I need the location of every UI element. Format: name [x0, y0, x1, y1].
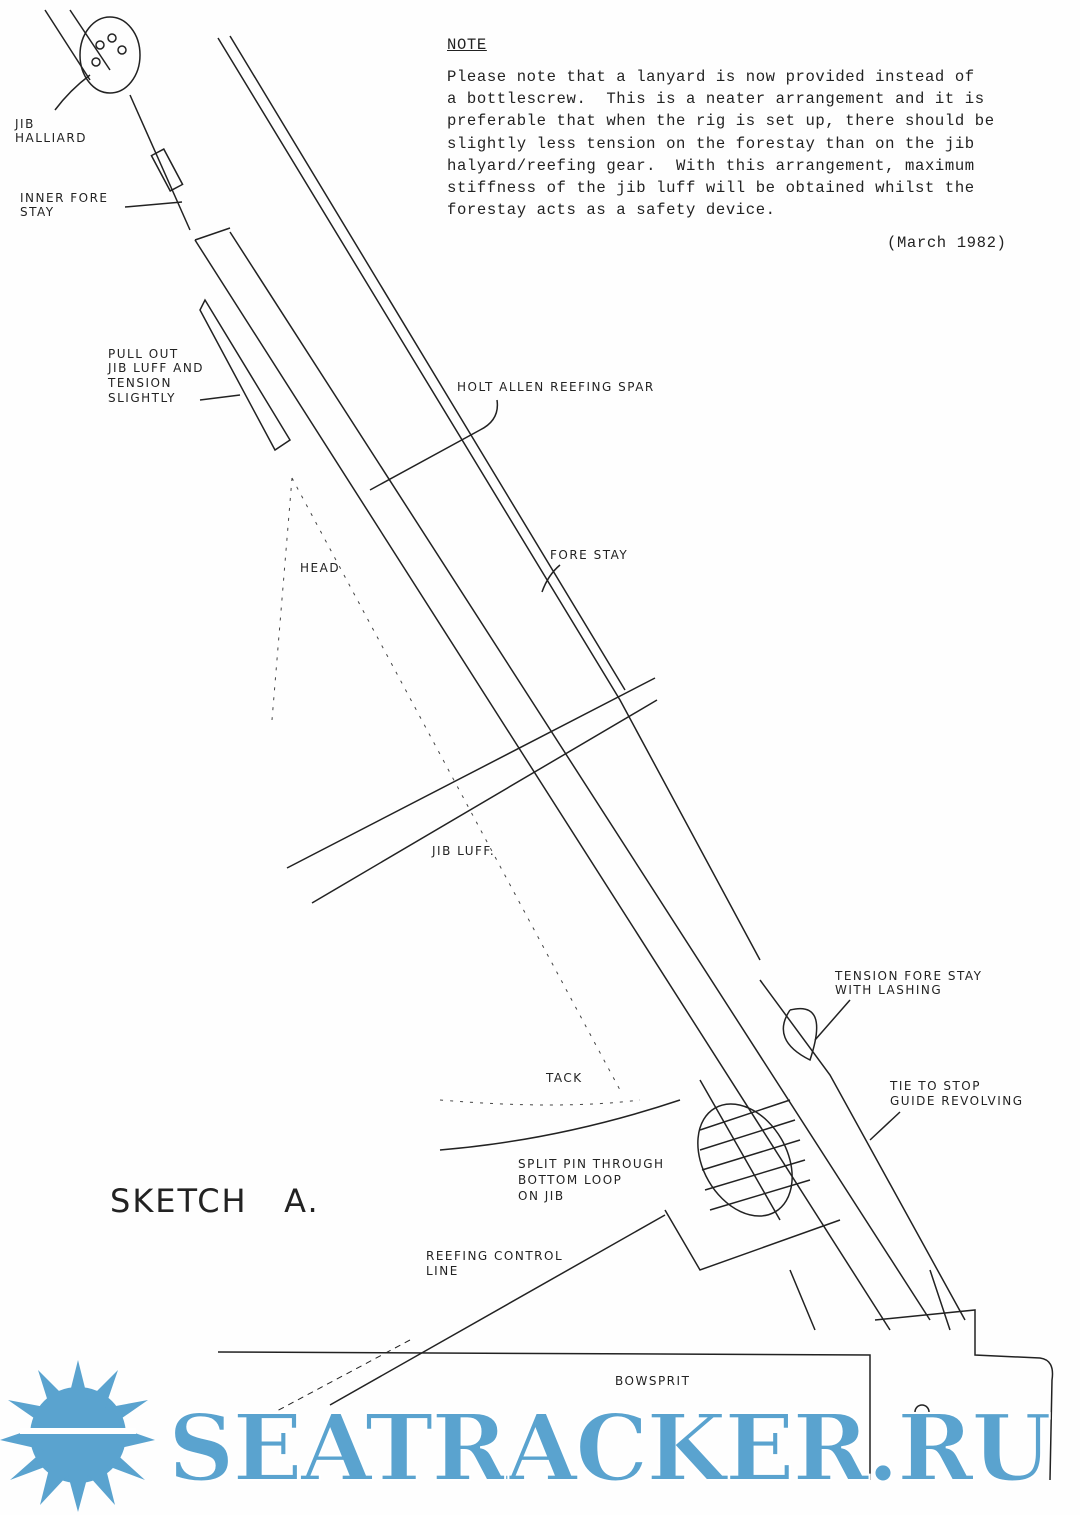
reefing-control-line — [329, 1214, 666, 1406]
label-head: HEAD — [300, 561, 340, 575]
label-stay: STAY — [20, 205, 55, 219]
bowsprit-outline — [217, 1309, 1054, 1481]
halyard-swivel — [199, 298, 292, 452]
watermark-text: SEATRACKER.RU — [168, 1394, 1050, 1502]
jib-sail-outline — [271, 477, 641, 1106]
label-guide-revolving: GUIDE REVOLVING — [890, 1094, 1024, 1108]
block-pulley-icon — [79, 16, 141, 94]
fore-stay-line-2 — [229, 35, 626, 691]
leader-line — [814, 999, 851, 1041]
label-jib: JIB — [14, 117, 35, 131]
leader-line — [54, 74, 91, 111]
note-line: slightly less tension on the forestay th… — [447, 134, 975, 153]
note-line: Please note that a lanyard is now provid… — [447, 68, 975, 86]
label-inner-fore: INNER FORE — [20, 191, 109, 205]
note-line: forestay acts as a safety device. — [447, 201, 776, 220]
fore-stay-line — [217, 37, 761, 961]
label-with-lashing: WITH LASHING — [835, 983, 942, 997]
label-tack: TACK — [545, 1071, 583, 1085]
mast-edge — [44, 9, 91, 81]
note-title: NOTE — [447, 36, 487, 54]
label-pull-out: PULL OUT — [108, 347, 179, 361]
reefing-spar-edge — [229, 231, 931, 1321]
lashing-line — [759, 979, 966, 1321]
label-slightly: SLIGHTLY — [108, 391, 176, 405]
jib-foot — [439, 1099, 681, 1151]
label-halliard: HALLIARD — [15, 131, 87, 145]
reefing-drum — [664, 1099, 841, 1271]
note-line: halyard/reefing gear. With this arrangem… — [447, 156, 975, 175]
sketch-title: SKETCH A. — [110, 1182, 320, 1220]
label-on-jib: ON JIB — [518, 1189, 565, 1203]
leader-line — [869, 1111, 901, 1141]
lashing-coil — [782, 1007, 818, 1062]
note-line: stiffness of the jib luff will be obtain… — [447, 179, 975, 198]
mast-edge — [69, 9, 111, 71]
spar-top — [194, 227, 231, 241]
label-fore-stay: FORE STAY — [550, 548, 628, 562]
break-line — [286, 677, 656, 869]
label-bowsprit: BOWSPRIT — [615, 1374, 690, 1388]
rigging-lines — [699, 1079, 951, 1331]
inner-fore-stay-wire — [129, 94, 191, 231]
bolt-icon — [914, 1404, 930, 1420]
note-date: (March 1982) — [887, 234, 1007, 252]
label-tension: TENSION — [107, 376, 172, 390]
label-reefing-control: REEFING CONTROL — [426, 1249, 563, 1263]
note-body: Please note that a lanyard is now provid… — [447, 66, 1057, 221]
break-line — [311, 699, 658, 904]
label-bottom-loop: BOTTOM LOOP — [518, 1173, 622, 1187]
label-tension-fore-stay: TENSION FORE STAY — [834, 969, 983, 983]
leader-line — [541, 564, 561, 593]
label-reefing-spar: HOLT ALLEN REEFING SPAR — [457, 380, 655, 394]
note-line: a bottlescrew. This is a neater arrangem… — [447, 90, 985, 109]
leader-line — [124, 201, 183, 208]
seatracker-logo: SEATRACKER.RU — [0, 1360, 1053, 1512]
wire-terminal — [150, 148, 184, 192]
label-line: LINE — [426, 1264, 459, 1278]
leader-line — [369, 399, 499, 491]
label-jib-luff: JIB LUFF. — [431, 844, 495, 858]
label-jib-luff-and: JIB LUFF AND — [107, 361, 204, 375]
label-split-pin: SPLIT PIN THROUGH — [518, 1157, 665, 1171]
leader-line — [199, 394, 241, 401]
label-tie-to-stop: TIE TO STOP — [889, 1079, 981, 1093]
note-line: preferable that when the rig is set up, … — [447, 112, 995, 131]
